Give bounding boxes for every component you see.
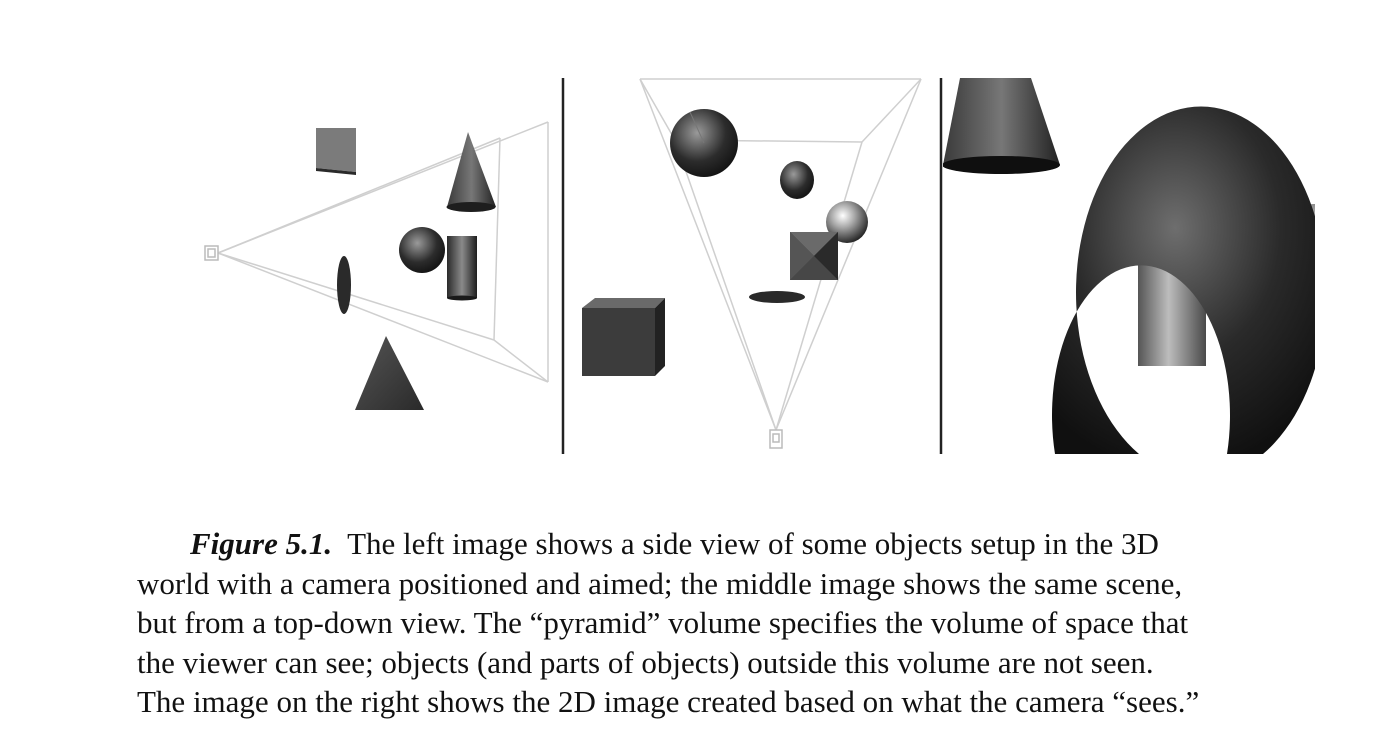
camera-icon xyxy=(769,429,783,449)
sphere xyxy=(399,227,445,273)
cube xyxy=(316,128,356,175)
torus-top-view xyxy=(749,291,805,303)
cone xyxy=(446,132,496,212)
caption-text: The left image shows a side view of some… xyxy=(347,526,1159,561)
figure-5-1 xyxy=(204,78,1315,454)
camera-icon xyxy=(204,245,219,261)
pyramid-top-view xyxy=(790,232,838,280)
cone-top-view xyxy=(670,109,738,177)
cylinder xyxy=(447,236,477,301)
view-frustum-top xyxy=(639,78,922,431)
torus xyxy=(337,256,351,314)
torus-rendered xyxy=(1052,106,1315,454)
left-panel-side-view xyxy=(204,121,549,410)
caption-line-3: but from a top-down view. The “pyramid” … xyxy=(137,605,1189,640)
cylinder-top-view xyxy=(780,161,814,199)
middle-panel-top-view xyxy=(582,78,922,449)
caption-line-1: Figure 5.1. The left image shows a side … xyxy=(137,524,1337,564)
figure-caption: Figure 5.1. The left image shows a side … xyxy=(137,524,1337,722)
right-panel-camera-image xyxy=(943,78,1315,454)
pyramid xyxy=(355,336,424,410)
caption-line-5: The image on the right shows the 2D imag… xyxy=(137,684,1200,719)
figure-label: Figure 5.1. xyxy=(190,526,333,561)
caption-line-2: world with a camera positioned and aimed… xyxy=(137,565,1183,601)
caption-line-4: the viewer can see; objects (and parts o… xyxy=(137,644,1154,680)
cone-rendered xyxy=(943,78,1060,174)
cube-top-view xyxy=(582,298,665,376)
view-frustum-side xyxy=(217,121,549,383)
